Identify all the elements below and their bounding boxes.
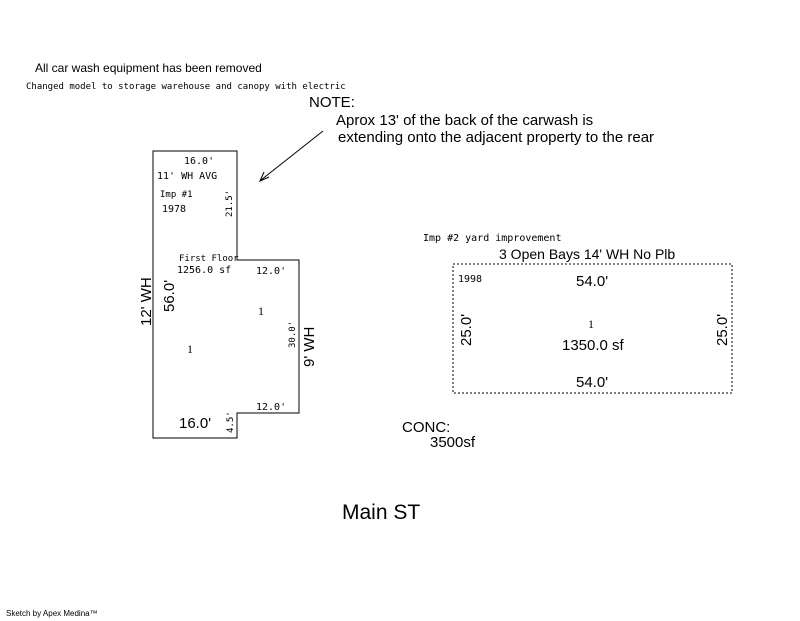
imp2-right-side: 25.0' bbox=[714, 314, 731, 346]
imp1-step-width-top: 12.0' bbox=[256, 266, 286, 277]
imp2-top-width: 54.0' bbox=[576, 273, 608, 290]
imp1-floor-area: 1256.0 sf bbox=[177, 265, 231, 276]
imp2-left-side: 25.0' bbox=[458, 314, 475, 346]
equipment-removed-note: All car wash equipment has been removed bbox=[35, 61, 262, 75]
imp2-description: 3 Open Bays 14' WH No Plb bbox=[499, 246, 675, 262]
imp1-bottom-width: 16.0' bbox=[179, 415, 211, 432]
imp1-right-side: 30.0' bbox=[288, 321, 298, 348]
imp1-year: 1978 bbox=[162, 204, 186, 215]
note-line-2: extending onto the adjacent property to … bbox=[338, 129, 654, 146]
imp1-section-id-a: 1 bbox=[258, 304, 264, 318]
note-label: NOTE: bbox=[309, 94, 355, 111]
imp1-label: Imp #1 bbox=[160, 190, 193, 200]
concrete-label: CONC: bbox=[402, 419, 450, 436]
imp2-label: Imp #2 yard improvement bbox=[423, 233, 561, 244]
imp2-bottom-width: 54.0' bbox=[576, 374, 608, 391]
imp1-wall-height-avg: 11' WH AVG bbox=[157, 171, 217, 182]
imp1-top-width: 16.0' bbox=[184, 156, 214, 167]
imp1-left-side: 56.0' bbox=[161, 280, 178, 312]
imp1-left-wall-height: 12' WH bbox=[138, 277, 155, 326]
imp2-area: 1350.0 sf bbox=[562, 337, 625, 354]
imp2-year: 1998 bbox=[458, 274, 482, 285]
imp2-section-id: 1 bbox=[588, 317, 594, 331]
note-line-1: Aprox 13' of the back of the carwash is bbox=[336, 112, 593, 129]
model-changed-note: Changed model to storage warehouse and c… bbox=[26, 82, 346, 92]
imp1-floor-label: First Floor bbox=[179, 254, 239, 264]
imp1-upper-right-side: 21.5' bbox=[225, 190, 235, 217]
street-name: Main ST bbox=[342, 501, 420, 524]
imp1-right-wall-height: 9' WH bbox=[301, 327, 318, 367]
concrete-area: 3500sf bbox=[430, 434, 476, 451]
imp1-outline bbox=[152, 150, 300, 439]
imp1-step-width-bottom: 12.0' bbox=[256, 402, 286, 413]
imp1-lower-right-side: 4.5' bbox=[226, 411, 236, 433]
note-arrow bbox=[259, 130, 324, 182]
sketch-credit: Sketch by Apex Medina™ bbox=[6, 609, 98, 618]
imp1-section-id-b: 1 bbox=[187, 342, 193, 356]
